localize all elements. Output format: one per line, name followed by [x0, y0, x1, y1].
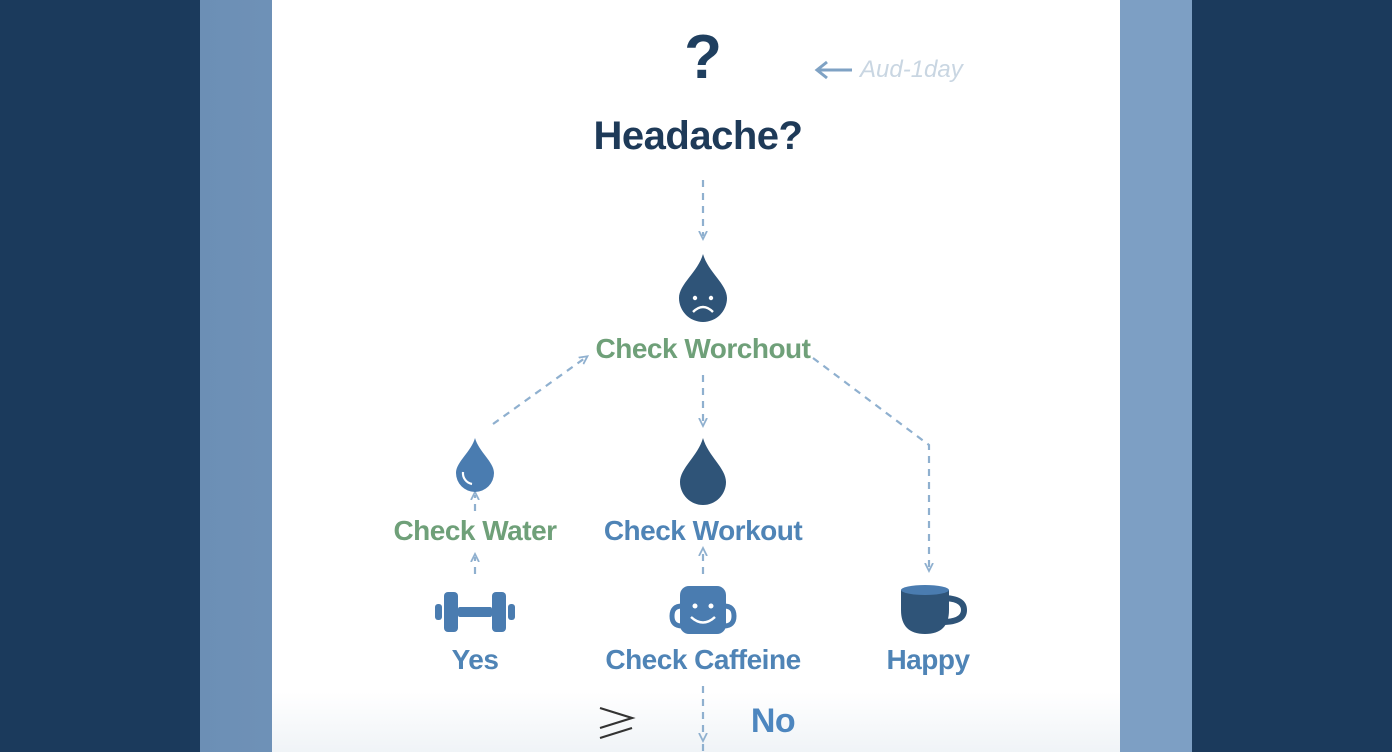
label-yes: Yes [451, 644, 499, 675]
sad-water-drop-icon [679, 254, 727, 322]
label-check-workout: Check Workout [603, 515, 803, 546]
coffee-cup-icon [901, 585, 968, 634]
label-happy: Happy [886, 644, 970, 675]
dumbbell-icon [435, 592, 515, 632]
connector-water-to-worchout [492, 358, 585, 425]
question-mark-icon: ? [684, 23, 722, 92]
greater-than-or-equal-icon [599, 706, 636, 740]
label-check-worchout: Check Worchout [595, 333, 811, 364]
water-drop-icon-small [456, 438, 494, 492]
smiling-cup-icon [669, 586, 737, 634]
water-drop-icon [680, 438, 726, 505]
label-check-caffeine: Check Caffeine [605, 644, 801, 675]
annotation-arrow [814, 60, 852, 80]
label-no: No [750, 702, 796, 740]
connector-worchout-to-happy [812, 357, 929, 568]
diagram-title: Headache? [593, 114, 803, 158]
annotation-note: Aud-1day [860, 56, 963, 83]
label-check-water: Check Water [393, 515, 557, 546]
